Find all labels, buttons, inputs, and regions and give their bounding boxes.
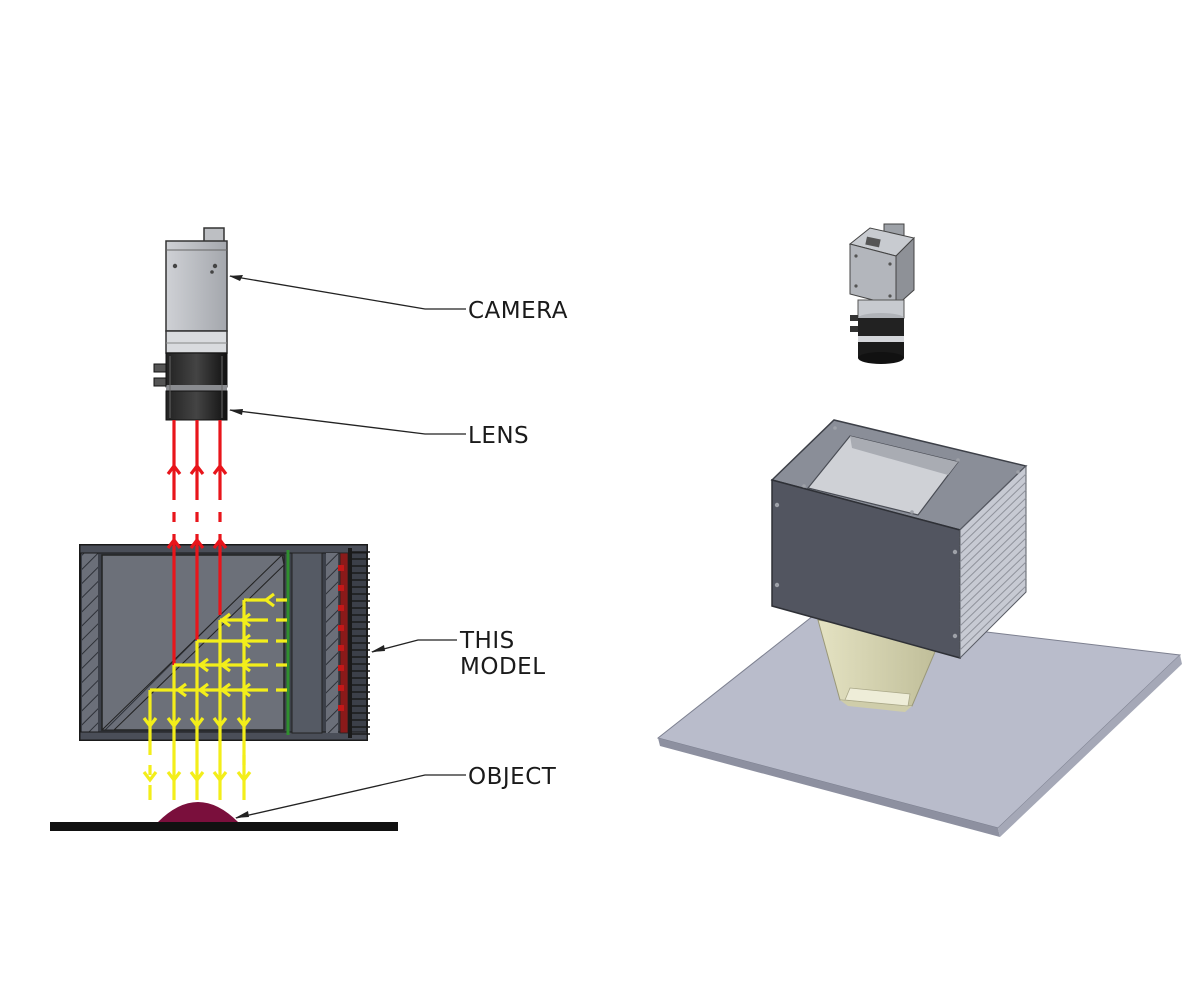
arrow-up-icon — [166, 463, 182, 475]
section-view — [50, 227, 398, 831]
camera-leader-arrowhead — [229, 275, 243, 281]
arrow-down-icon — [189, 717, 205, 729]
arrow-left-icon — [239, 633, 251, 649]
arrow-down-icon — [212, 717, 228, 729]
heatsink-fins-3d — [959, 473, 1027, 651]
object-leader-line — [235, 774, 466, 819]
led-array — [338, 565, 344, 711]
model-label-line2: MODEL — [460, 654, 546, 680]
object-leader-arrowhead — [235, 811, 249, 818]
arrow-left-icon — [219, 682, 231, 698]
camera-3d — [848, 223, 915, 308]
illumination-rays — [142, 592, 287, 800]
arrow-left-icon — [239, 682, 251, 698]
arrow-left-icon — [239, 657, 251, 673]
arrow-down-icon — [212, 771, 228, 783]
camera-side-view — [165, 227, 228, 354]
arrow-up-icon — [166, 537, 182, 549]
arrow-left-icon — [197, 657, 209, 673]
arrow-up-icon — [189, 463, 205, 475]
camera-label: CAMERA — [468, 298, 568, 324]
arrow-left-icon — [219, 612, 231, 628]
arrow-up-icon — [212, 537, 228, 549]
heatsink-fins — [350, 551, 370, 735]
model-housing-3d — [770, 419, 1028, 660]
lens-leader-line — [229, 409, 466, 435]
arrow-left-icon — [175, 682, 187, 698]
housing-screws — [774, 426, 1020, 639]
arrow-left-icon — [219, 657, 231, 673]
arrow-left-icon — [263, 592, 275, 608]
arrow-down-icon — [189, 771, 205, 783]
arrow-down-icon — [236, 717, 252, 729]
isometric-view — [656, 223, 1182, 837]
arrow-down-icon — [166, 771, 182, 783]
arrow-down-icon — [236, 771, 252, 783]
model-leader-line — [371, 639, 457, 653]
object-on-stage — [50, 802, 398, 831]
camera-rays — [166, 420, 228, 665]
lens-side-view — [153, 352, 228, 421]
lens-3d — [850, 299, 905, 364]
arrow-up-icon — [212, 463, 228, 475]
arrow-up-icon — [189, 537, 205, 549]
model-leader-arrowhead — [371, 645, 385, 652]
arrow-down-icon — [142, 771, 158, 783]
arrow-left-icon — [239, 612, 251, 628]
base-plate — [656, 611, 1182, 837]
model-label-line1: THIS — [459, 628, 515, 654]
lens-leader-arrowhead — [229, 409, 243, 415]
arrow-down-icon — [142, 717, 158, 729]
lens-label: LENS — [468, 423, 529, 449]
callout-leaders — [229, 275, 466, 819]
arrow-down-icon — [166, 717, 182, 729]
object-label: OBJECT — [468, 764, 557, 790]
camera-leader-line — [229, 275, 466, 310]
arrow-left-icon — [197, 682, 209, 698]
